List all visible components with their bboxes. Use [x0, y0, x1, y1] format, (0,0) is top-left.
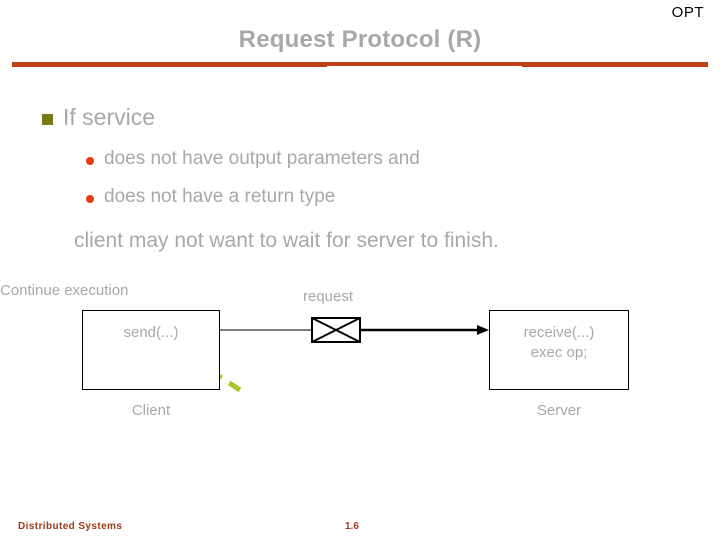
dot-bullet-icon — [86, 156, 94, 165]
bullet-item-level2: does not have output parameters and — [86, 148, 702, 171]
client-caption: Client — [131, 402, 171, 419]
continue-execution-label: Continue execution — [0, 282, 129, 299]
request-label: request — [303, 288, 354, 305]
request-arrowhead-icon — [477, 325, 489, 335]
bullet-item-level1: If service — [42, 104, 702, 132]
dot-bullet-icon — [86, 195, 94, 204]
title-divider — [12, 62, 708, 67]
server-exec-label: exec op; — [530, 344, 588, 362]
bullet-list: If service does not have output paramete… — [42, 104, 702, 253]
bullet-item-level2-label: does not have a return type — [104, 186, 336, 208]
envelope-icon — [311, 317, 361, 343]
server-call-labels: receive(...) exec op; — [490, 323, 628, 364]
title-divider-segment-right — [522, 62, 708, 67]
server-receive-label: receive(...) — [523, 324, 595, 341]
bullet-item-level2-label: does not have output parameters and — [104, 147, 420, 169]
page-title: Request Protocol (R) — [238, 26, 482, 53]
footer-page-number: 1.6 — [345, 521, 359, 532]
closing-statement: client may not want to wait for server t… — [74, 229, 499, 253]
corner-tag: OPT — [671, 4, 704, 21]
square-bullet-icon — [42, 114, 53, 125]
client-box: send(...) — [82, 310, 220, 390]
bullet-item-level1-label: If service — [63, 104, 156, 130]
footer-left-label: Distributed Systems — [18, 521, 123, 532]
title-divider-segment-left — [12, 62, 327, 67]
server-box: receive(...) exec op; — [489, 310, 629, 390]
bullet-item-level2: does not have a return type — [86, 186, 702, 209]
protocol-diagram: request send(...) receive(...) exec op; — [0, 282, 720, 442]
client-call-label: send(...) — [123, 324, 179, 341]
server-caption: Server — [536, 402, 582, 419]
